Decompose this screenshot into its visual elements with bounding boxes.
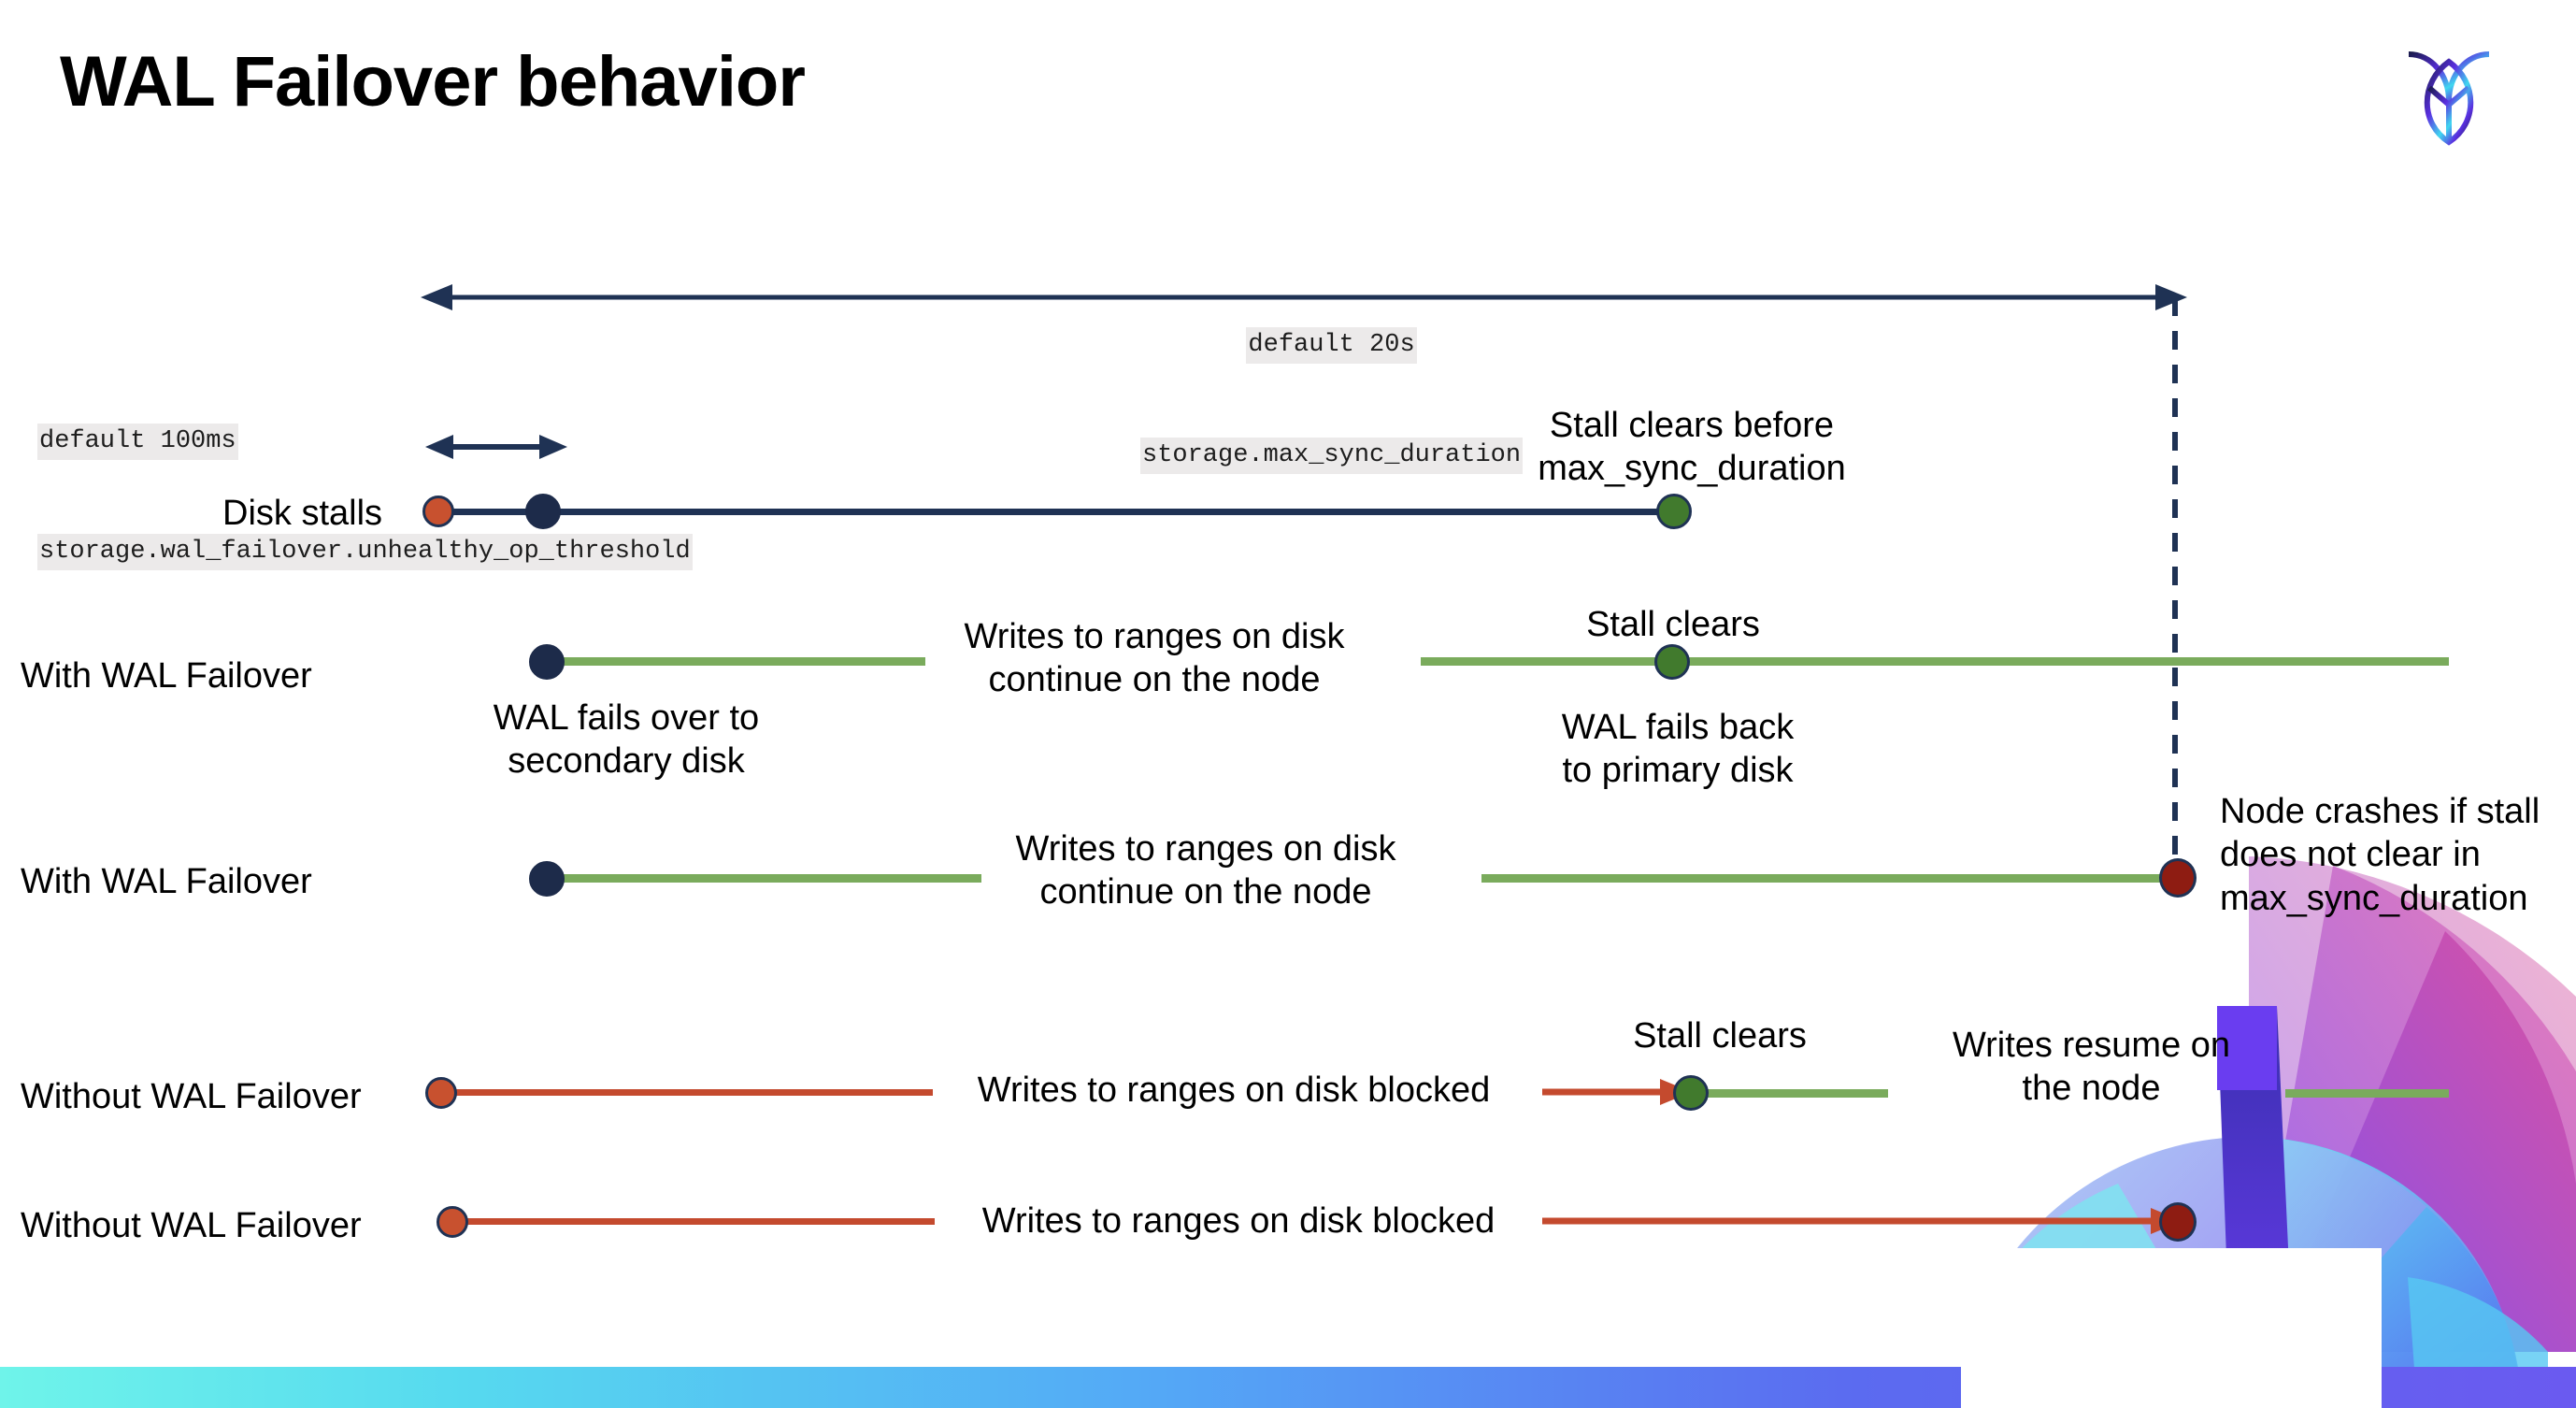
- max-sync-duration-dropline: [2168, 297, 2182, 886]
- note-stall-clears-1: Stall clears: [1586, 605, 1760, 644]
- annotation-unhealthy-setting: storage.wal_failover.unhealthy_op_thresh…: [37, 533, 693, 570]
- note-writes-resume: Writes resume on the node: [1952, 1026, 2231, 1109]
- row-label-without-wal-failover-1: Without WAL Failover: [21, 1077, 362, 1116]
- with-wal-failover-2-timeline-right: [1481, 874, 2178, 883]
- max-sync-duration-span-arrow: [421, 280, 2187, 314]
- without-wal-failover-1-timeline-left: [447, 1089, 933, 1096]
- without-wal-failover-1-start-dot: [425, 1077, 457, 1109]
- disk-stalls-failover-dot: [525, 494, 561, 529]
- without-wal-failover-2-start-dot: [436, 1206, 468, 1238]
- annotation-max-sync-duration: default 20s storage.max_sync_duration: [1140, 254, 1524, 547]
- note-node-crashes-1: Node crashes if stall does not clear in …: [2220, 792, 2540, 918]
- note-writes-blocked-1: Writes to ranges on disk blocked: [977, 1070, 1491, 1110]
- annotation-unhealthy-op-threshold: default 100ms storage.wal_failover.unhea…: [37, 351, 693, 643]
- annotation-max-sync-setting: storage.max_sync_duration: [1140, 437, 1524, 474]
- without-wal-failover-2-crash-arrow: [1542, 1204, 2182, 1238]
- with-wal-failover-1-timeline-left: [542, 657, 925, 666]
- without-wal-failover-1-blocked-arrow: [1542, 1075, 1692, 1109]
- note-writes-continue-2: Writes to ranges on disk continue on the…: [1015, 829, 1396, 912]
- row-label-without-wal-failover-2: Without WAL Failover: [21, 1206, 362, 1245]
- note-stall-clears-2: Stall clears: [1633, 1016, 1807, 1056]
- with-wal-failover-2-crash-dot: [2159, 858, 2197, 898]
- without-wal-failover-1-timeline-right: [1701, 1089, 1888, 1098]
- row-label-disk-stalls: Disk stalls: [222, 494, 383, 533]
- without-wal-failover-1-clear-dot: [1673, 1075, 1709, 1111]
- disk-stalls-clear-dot: [1656, 494, 1692, 529]
- unhealthy-op-threshold-span-arrow: [425, 432, 567, 462]
- note-backdrop-crash-2: [1961, 1248, 2382, 1408]
- note-writes-blocked-2: Writes to ranges on disk blocked: [981, 1201, 1496, 1241]
- with-wal-failover-1-timeline-right: [1421, 657, 2449, 666]
- disk-stalls-start-dot: [422, 496, 454, 527]
- with-wal-failover-1-clear-dot: [1654, 644, 1690, 680]
- note-wal-fails-back-primary: WAL fails back to primary disk: [1561, 708, 1795, 791]
- without-wal-failover-1-timeline-resume: [2285, 1089, 2449, 1098]
- note-stall-clears-before-max-sync: Stall clears before max_sync_duration: [1538, 406, 1846, 489]
- with-wal-failover-1-failover-dot: [529, 644, 565, 680]
- annotation-max-sync-default: default 20s: [1246, 327, 1417, 365]
- cockroach-labs-logo-icon: [2397, 34, 2500, 148]
- with-wal-failover-2-timeline-left: [542, 874, 981, 883]
- without-wal-failover-2-timeline-left: [458, 1218, 935, 1225]
- page-title: WAL Failover behavior: [60, 42, 806, 122]
- note-wal-fails-over-secondary: WAL fails over to secondary disk: [493, 698, 760, 782]
- without-wal-failover-2-crash-dot: [2159, 1202, 2197, 1242]
- row-label-with-wal-failover-1: With WAL Failover: [21, 656, 312, 696]
- note-writes-continue-1: Writes to ranges on disk continue on the…: [964, 617, 1345, 700]
- annotation-unhealthy-default: default 100ms: [37, 424, 238, 461]
- disk-stalls-timeline: [435, 509, 1673, 515]
- row-label-with-wal-failover-2: With WAL Failover: [21, 862, 312, 901]
- with-wal-failover-2-failover-dot: [529, 861, 565, 897]
